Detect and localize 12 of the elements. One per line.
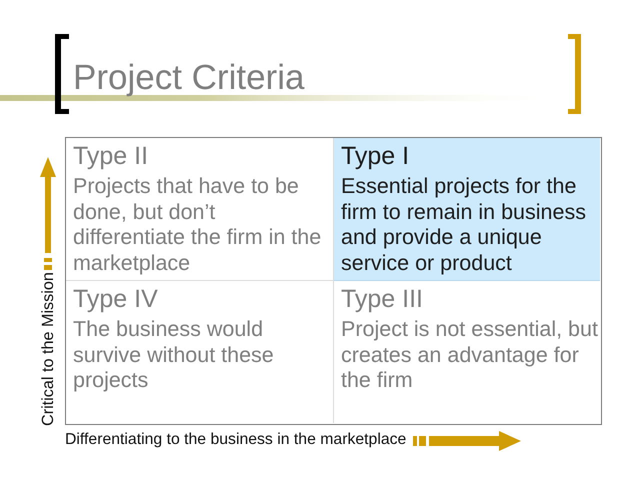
matrix-quadrant xyxy=(334,138,600,281)
quadrant-heading: Type III xyxy=(341,285,424,313)
quadrant-description: Project is not essential, but creates an advantage for the firm xyxy=(341,317,598,394)
axis-label: Differentiating to the business in the marketplace xyxy=(65,430,406,449)
quadrant-heading: Type I xyxy=(341,142,410,170)
axis-label: Critical to the Mission xyxy=(39,271,58,426)
quadrant-description: Projects that have to be done, but don’t differentiate the firm in the marketplace xyxy=(73,174,322,276)
quadrant-description: The business would survive without these projects xyxy=(73,317,275,394)
quadrant-description: Essential projects for the firm to remain in business and provide a unique service or product xyxy=(341,174,587,276)
quadrant-heading: Type IV xyxy=(73,285,159,313)
quadrant-heading: Type II xyxy=(73,142,150,170)
slide-title: Project Criteria xyxy=(73,58,304,98)
